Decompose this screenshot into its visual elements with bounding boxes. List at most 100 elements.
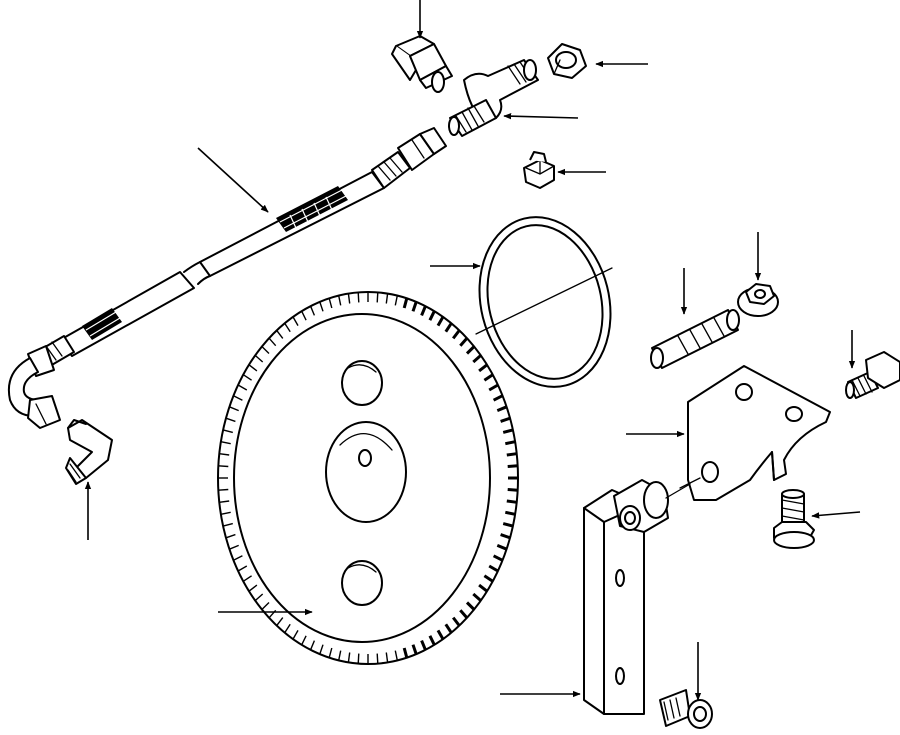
callout-arrow-adapter [503,112,579,120]
gear-tooth [292,630,299,640]
gear-tooth [254,354,264,363]
gear-tooth [500,533,511,540]
gear-tooth [496,544,508,551]
gear-tooth [237,565,248,572]
gear-tooth [459,337,469,347]
pin-bushing [613,479,691,533]
gear-tooth [284,322,291,333]
gear-tooth [338,295,342,306]
gear-tooth [492,394,504,402]
gear-tooth [472,354,482,364]
gear-tooth [222,522,233,527]
gear-tooth [328,298,333,309]
gear-tooth [402,297,409,309]
gear-tooth [229,406,239,412]
gear-tooth [465,345,476,355]
gear-tooth [502,428,514,434]
gear-tooth [500,416,511,423]
adapter-nipple [448,99,497,137]
o-ring [475,216,613,388]
gear-tooth [420,305,427,316]
gear-tooth [502,522,514,528]
gear-tooth [385,652,389,663]
gear-tooth [219,453,230,456]
gear-tooth [505,440,516,446]
gear-tooth [506,452,517,457]
gear-tooth [218,488,229,491]
gear-tooth [237,384,248,391]
gear-tooth [268,337,277,347]
gear-tooth [436,629,445,640]
gear-tooth [507,464,518,468]
gear-tooth [465,601,476,611]
gear-tooth [309,305,316,316]
gear-tooth [488,383,499,392]
gear-tooth [488,564,499,573]
gear-tooth [394,650,398,661]
gear-tooth [301,310,307,321]
gear-tooth [242,575,252,582]
gear-tooth [452,616,461,627]
gear-tooth [428,635,436,646]
gear-tooth [478,363,488,373]
support-plate [583,489,645,715]
hose-assembly [8,127,447,429]
flange-nut [737,283,779,317]
gear-tooth [233,395,243,401]
gear-tooth [309,640,316,651]
gear-tooth [248,364,258,372]
gear-tooth [233,555,243,561]
gear-tooth [472,592,482,602]
gear-tooth [385,293,389,304]
gear-tooth [452,329,461,340]
gear-tooth [483,373,494,382]
gear-tooth [220,441,231,445]
gear-tooth [276,617,284,627]
gear-tooth [219,500,230,503]
gear-tooth [254,593,264,602]
gear-tooth [444,322,453,333]
gear-tooth [338,650,342,661]
callout-arrow-bolt-lower [811,511,861,519]
gear-tooth [225,533,236,539]
bolt-bottom [659,689,713,729]
gear-tooth [222,429,233,434]
gear-tooth [261,346,270,354]
elbow-fitting [65,419,113,485]
gear-tooth [220,511,231,515]
gear-tooth [402,647,409,659]
stud [650,309,740,369]
gear-tooth [394,295,398,306]
gear-tooth [225,417,236,423]
gear-tooth [496,405,508,412]
gear-tooth [242,374,252,381]
gear-tooth [376,653,379,664]
gear-tooth [347,293,351,304]
gear-tooth [411,301,418,312]
gear-tooth [261,602,270,610]
gear-tooth [376,292,379,303]
gear-tooth [292,316,299,326]
gear-tooth [218,465,229,468]
gear-tooth [492,554,504,562]
gear-tooth [229,544,239,550]
gear-tooth [319,301,324,312]
callout-arrows [84,0,861,701]
bolt-lower [773,489,815,549]
bleed-plug [523,151,555,189]
bracket [679,365,831,501]
gear-tooth [284,623,291,634]
gear-tooth [428,310,436,321]
gear-tooth [357,292,360,303]
gear-tooth [328,647,333,658]
gear-tooth [319,644,324,655]
gear-tooth [420,640,427,651]
gear-tooth [248,584,258,592]
gear-tooth [357,653,360,664]
gear-tooth [506,499,517,504]
gear-tooth [411,644,418,655]
ring-gear-disc [217,291,519,665]
gear-tooth [459,609,469,619]
callout-arrow-hose [197,147,269,213]
